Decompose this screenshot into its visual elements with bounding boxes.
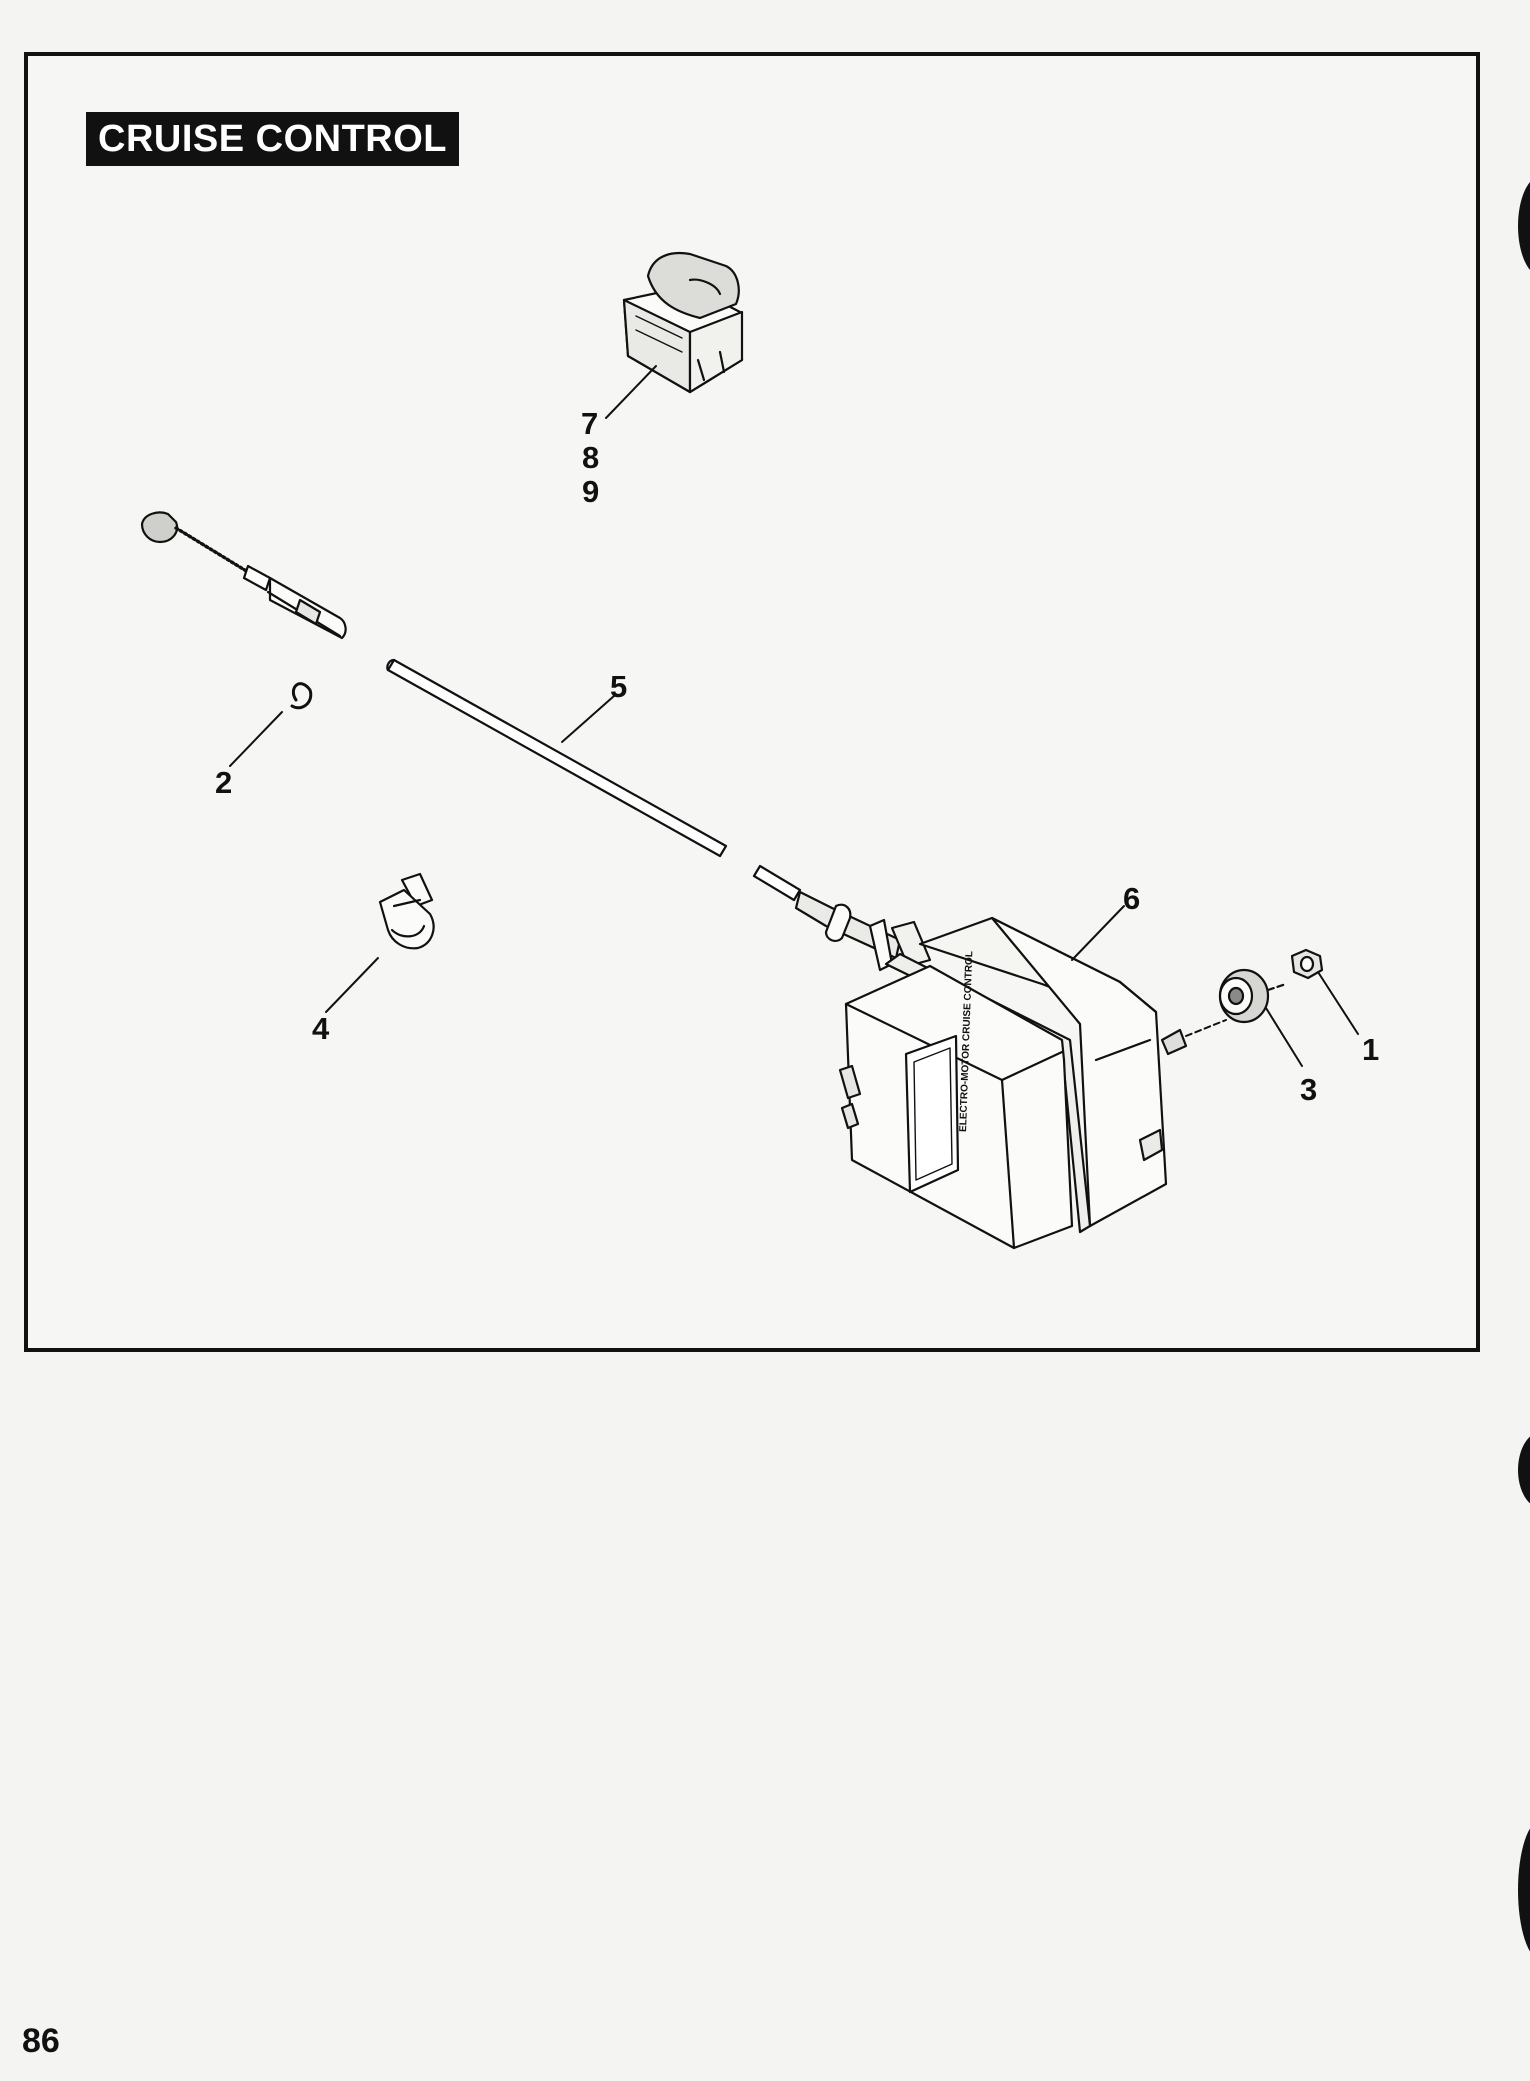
callout-7: 7 <box>581 406 598 441</box>
diagram-frame: CRUISE CONTROL <box>24 52 1480 1352</box>
binder-hole-top <box>1518 176 1530 276</box>
leader-lines <box>229 365 1359 1067</box>
part-grommet <box>1218 968 1288 1024</box>
part-nut <box>1290 948 1324 980</box>
part-cable-clip <box>378 872 435 950</box>
part-switch <box>622 251 744 394</box>
part-cruise-module: ELECTRO-MOTOR CRUISE CONTROL <box>794 890 1227 1250</box>
binder-hole-bottom <box>1518 1820 1530 1960</box>
callout-3: 3 <box>1300 1072 1317 1107</box>
callout-9: 9 <box>582 474 599 509</box>
page-number: 86 <box>22 2022 60 2060</box>
callout-4: 4 <box>312 1011 330 1046</box>
callout-8: 8 <box>582 440 599 475</box>
callout-5: 5 <box>610 669 627 704</box>
page-title: CRUISE CONTROL <box>86 112 459 166</box>
binder-hole-middle <box>1518 1432 1530 1508</box>
part-cable-sheath <box>386 658 802 902</box>
callout-6: 6 <box>1123 881 1140 916</box>
part-cable-end <box>140 511 347 640</box>
callout-1: 1 <box>1362 1032 1379 1067</box>
part-retaining-ring <box>290 682 313 710</box>
callout-2: 2 <box>215 765 232 800</box>
